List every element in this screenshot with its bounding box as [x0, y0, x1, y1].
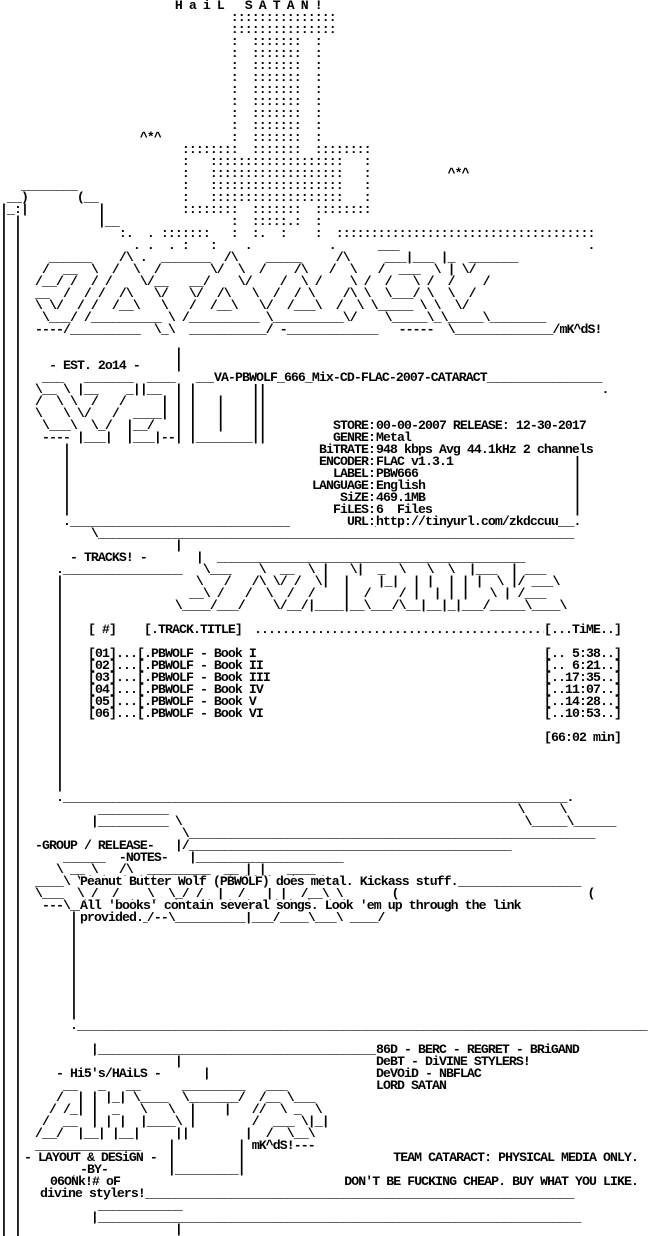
- track-num: [06]: [88, 706, 117, 721]
- greets-rule: ________________________________________…: [360, 1018, 648, 1033]
- credits-line: -BY-: [80, 1162, 109, 1177]
- track-num: [04]: [88, 682, 117, 697]
- track-sep: ...: [116, 694, 138, 709]
- track-sep: ...: [116, 658, 138, 673]
- track-sep: ...: [116, 646, 138, 661]
- info-row: GENRE:: [290, 431, 376, 444]
- est-label: - EST. 2o14 -: [48, 358, 141, 373]
- track-title: [.PBWOLF - Book VI: [137, 706, 264, 721]
- info-row: LABEL:: [290, 467, 376, 480]
- footer-line: DON'T BE FUCKING CHEAP. BUY WHAT YOU LIK…: [344, 1174, 639, 1189]
- track-num: [05]: [88, 694, 117, 709]
- footer-line: TEAM CATARACT: PHYSICAL MEDIA ONLY.: [393, 1150, 639, 1165]
- info-row: LANGUAGE:: [290, 479, 376, 492]
- tracklist-header-time: [...TiME..]: [544, 622, 622, 637]
- notes-label-1: -GROUP / RELEASE-: [34, 838, 155, 853]
- notes-line: Peanut Butter Wolf (PBWOLF) does metal. …: [80, 874, 459, 889]
- info-row: STORE:: [290, 419, 376, 432]
- track-time: [.. 5:38..]: [544, 646, 622, 661]
- notes-line: All 'books' contain several songs. Look …: [80, 898, 522, 913]
- hail-satan-title: H a i L S A T A N !: [174, 0, 323, 13]
- info-row: URL:: [290, 515, 376, 528]
- track-time: [..10:53..]: [544, 706, 622, 721]
- track-sep: ...: [116, 706, 138, 721]
- info-value: 6 Files: [376, 502, 433, 517]
- info-value: PBW666: [376, 466, 419, 481]
- track-num: [03]: [88, 670, 117, 685]
- track-time: [..11:07..]: [544, 682, 622, 697]
- track-title: [.PBWOLF - Book I: [137, 646, 257, 661]
- info-value: FLAC v1.3.1: [376, 454, 454, 469]
- info-row: SiZE:: [290, 491, 376, 504]
- track-title: [.PBWOLF - Book II: [137, 658, 264, 673]
- group-tag-signature: mK^dS!: [559, 322, 603, 337]
- info-value: http://tinyurl.com/zkdccuu: [376, 514, 559, 529]
- tracks-label: - TRACKS! -: [69, 550, 148, 565]
- track-title: [.PBWOLF - Book III: [137, 670, 271, 685]
- info-row: FiLES:: [290, 503, 376, 516]
- track-time: [.. 6:21..]: [544, 658, 622, 673]
- info-value: 948 kbps Avg 44.1kHz 2 channels: [376, 442, 594, 457]
- track-num: [01]: [88, 646, 117, 661]
- track-time: [..14:28..]: [544, 694, 622, 709]
- track-title: [.PBWOLF - Book V: [137, 694, 257, 709]
- track-time: [..17:35..]: [544, 670, 622, 685]
- greets-line: DeVOiD - NBFLAC: [376, 1066, 482, 1081]
- info-value: Metal: [376, 430, 412, 445]
- info-value: English: [376, 478, 426, 493]
- track-sep: ...: [116, 682, 138, 697]
- notes-label-2: -NOTES-: [118, 850, 169, 865]
- tracklist-total: [66:02 min]: [544, 730, 622, 745]
- credits-line: 06ONk!# oF: [50, 1174, 121, 1189]
- greets-line: LORD SATAN: [376, 1078, 447, 1093]
- info-value: 469.1MB: [376, 490, 426, 505]
- greets-line: 86D - BERC - REGRET - BRiGAND: [376, 1042, 580, 1057]
- credits-line: - LAYOUT & DESiGN -: [24, 1150, 158, 1165]
- track-num: [02]: [88, 658, 117, 673]
- track-title: [.PBWOLF - Book IV: [137, 682, 264, 697]
- tracklist-header-num: [ #]: [88, 622, 117, 637]
- info-row: BiTRATE:: [290, 443, 376, 456]
- notes-line: provided.: [80, 910, 144, 925]
- greets-sig: mK^dS!---: [251, 1138, 316, 1153]
- info-row: ENCODER:: [290, 455, 376, 468]
- track-sep: ...: [116, 670, 138, 685]
- info-value: 00-00-2007 RELEASE: 12-30-2017: [376, 418, 587, 433]
- his-label: - Hi5's/HAiLS -: [55, 1066, 162, 1081]
- greets-line: DeBT - DiVINE STYLERS!: [376, 1054, 531, 1069]
- credits-line: divine stylers!: [40, 1186, 146, 1201]
- release-name: VA-PBWOLF_666_Mix-CD-FLAC-2007-CATARACT: [214, 370, 488, 385]
- tracklist-header-title: [.TRACK.TITLE]: [144, 622, 243, 637]
- tracklist-header-dots: ........................................…: [254, 622, 549, 637]
